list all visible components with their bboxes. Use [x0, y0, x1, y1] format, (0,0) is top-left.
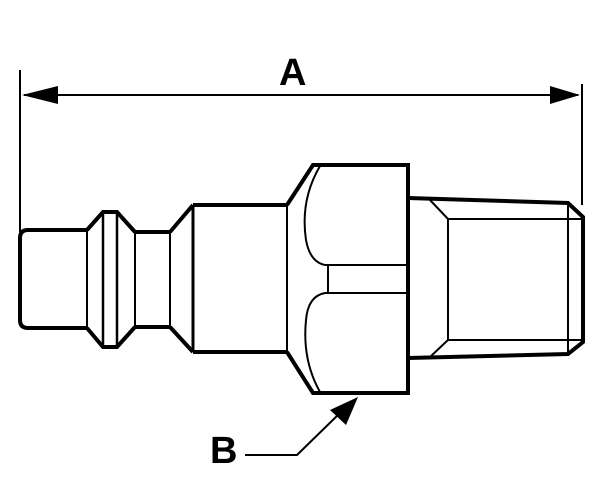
male-thread	[407, 196, 585, 360]
arrowhead-left	[22, 86, 58, 104]
hex-face-curves	[303, 165, 326, 393]
leader-line-b	[245, 412, 341, 456]
arrowhead-right	[550, 86, 580, 104]
plug-cone	[168, 203, 195, 354]
plug-neck	[135, 230, 170, 329]
thread-chamfer	[429, 199, 583, 358]
plug-nose	[18, 228, 87, 330]
callout-label-b: B	[210, 430, 238, 472]
plug-ring	[85, 210, 137, 349]
arrowhead-b	[330, 397, 358, 425]
dimension-label-a: A	[279, 52, 307, 94]
plug-body	[193, 203, 287, 354]
hex-nut	[285, 163, 410, 395]
